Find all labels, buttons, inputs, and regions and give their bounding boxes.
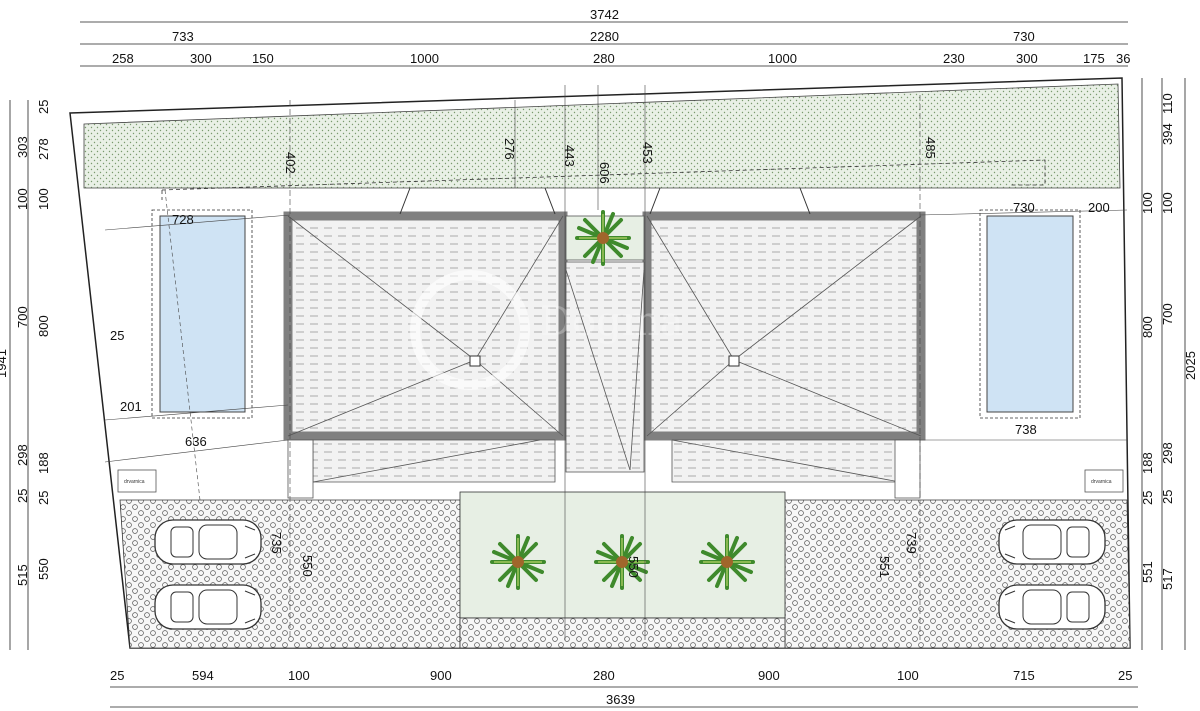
dim-label: 36 (1116, 51, 1130, 66)
dim-label: 443 (562, 145, 577, 167)
dim-label: 100 (15, 188, 30, 210)
small-storage-left-label: drvarnica (124, 479, 145, 485)
plot-area: drvarnica drvarnica (69, 77, 1131, 649)
dim-label: 700 (15, 306, 30, 328)
dim-label: 394 (1160, 123, 1175, 145)
house-left-roof (283, 211, 568, 441)
dim-label: 551 (1140, 561, 1155, 583)
dim-label: 258 (112, 51, 134, 66)
dim-label: 1000 (410, 51, 439, 66)
dim-label: 594 (192, 668, 214, 683)
dim-label: 517 (1160, 568, 1175, 590)
dim-label: 200 (1088, 200, 1110, 215)
dim-label: 515 (15, 564, 30, 586)
palm-icon (490, 534, 546, 590)
dim-label: 728 (172, 212, 194, 227)
dim-label: 300 (190, 51, 212, 66)
dim-label: 900 (430, 668, 452, 683)
dim-label: 800 (36, 315, 51, 337)
dim-label: 100 (1140, 192, 1155, 214)
house-right-roof (642, 211, 926, 441)
terrace-left (312, 439, 556, 483)
dim-label: 551 (877, 556, 892, 578)
dim-label: 201 (120, 399, 142, 414)
watermark: Dogma (410, 270, 684, 390)
dim-label: 1941 (0, 349, 9, 378)
car-icon (154, 584, 262, 630)
dim-label: 25 (1118, 668, 1132, 683)
dim-label: 730 (1013, 29, 1035, 44)
svg-text:Dogma: Dogma (540, 299, 684, 345)
palm-icon (575, 210, 631, 266)
dim-label: 25 (36, 100, 51, 114)
dim-label: 25 (110, 668, 124, 683)
dim-label: 298 (15, 444, 30, 466)
dim-label: 276 (502, 138, 517, 160)
dim-label: 25 (1140, 491, 1155, 505)
dim-label: 188 (1140, 452, 1155, 474)
dim-label: 735 (269, 532, 284, 554)
dim-label: 150 (252, 51, 274, 66)
dim-label: 188 (36, 452, 51, 474)
dim-label: 700 (1160, 303, 1175, 325)
dim-label: 550 (300, 555, 315, 577)
pool-left (159, 215, 246, 413)
dim-label: 485 (923, 137, 938, 159)
dim-bottom-total: 3639 (606, 692, 635, 707)
small-storage-left (117, 469, 157, 493)
dashed-building-line (161, 159, 1046, 191)
dim-label: 636 (185, 434, 207, 449)
dim-label: 100 (288, 668, 310, 683)
dim-label: 800 (1140, 316, 1155, 338)
dim-label: 100 (36, 188, 51, 210)
car-icon (154, 519, 262, 565)
dim-label: 25 (110, 328, 124, 343)
car-icon (998, 519, 1106, 565)
dimension-labels: 3742 733 2280 730 258 300 150 1000 280 1… (0, 7, 1198, 707)
dim-label: 280 (593, 668, 615, 683)
dim-label: 175 (1083, 51, 1105, 66)
dim-label: 300 (1016, 51, 1038, 66)
dim-label: 402 (283, 152, 298, 174)
dim-label: 298 (1160, 442, 1175, 464)
palm-icon (699, 534, 755, 590)
dim-top-total: 3742 (590, 7, 619, 22)
dim-label: 733 (172, 29, 194, 44)
dim-label: 100 (1160, 192, 1175, 214)
dim-label: 25 (1160, 490, 1175, 504)
dim-label: 550 (36, 558, 51, 580)
dim-label: 738 (1015, 422, 1037, 437)
dim-label: 730 (1013, 200, 1035, 215)
garden-green-strip (83, 83, 1121, 189)
car-icon (998, 584, 1106, 630)
dim-label: 230 (943, 51, 965, 66)
pool-right (986, 215, 1074, 413)
dim-label: 715 (1013, 668, 1035, 683)
dim-label: 1000 (768, 51, 797, 66)
dim-label: 2280 (590, 29, 619, 44)
dim-label: 280 (593, 51, 615, 66)
dim-label: 25 (36, 491, 51, 505)
dim-label: 303 (15, 136, 30, 158)
dim-label: 550 (626, 556, 641, 578)
small-storage-right-label: drvarnica (1091, 479, 1112, 485)
dim-label: 278 (36, 138, 51, 160)
dim-label: 900 (758, 668, 780, 683)
central-stair (565, 261, 645, 473)
dim-label: 2025 (1183, 351, 1198, 380)
dim-label: 606 (597, 162, 612, 184)
dim-label: 453 (640, 142, 655, 164)
small-storage-right (1084, 469, 1124, 493)
dim-label: 739 (904, 532, 919, 554)
dim-label: 110 (1160, 93, 1175, 114)
dim-label: 25 (15, 489, 30, 503)
dim-label: 100 (897, 668, 919, 683)
